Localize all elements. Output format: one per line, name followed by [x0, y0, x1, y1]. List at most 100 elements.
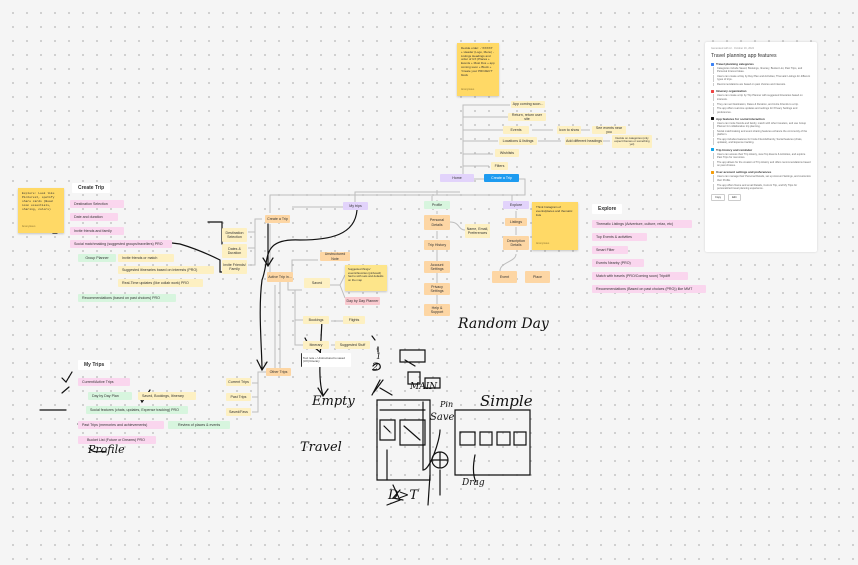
list-item[interactable]: Smart Filter: [592, 246, 628, 254]
flow-node[interactable]: Filters: [491, 162, 508, 170]
panel-section-heading: Itinerary organization: [711, 89, 811, 93]
my-trips-node[interactable]: My trips: [343, 202, 368, 210]
flow-node[interactable]: Locations & listings: [499, 137, 537, 145]
flow-node[interactable]: Suggested Stuff: [335, 341, 370, 349]
section-icon: [711, 148, 714, 152]
section-bullet: Social matchmaking and event sharing fea…: [713, 130, 811, 137]
recommendations-item[interactable]: Recommendations (based on past choices) …: [78, 294, 176, 302]
flow-node[interactable]: Icon to show: [557, 126, 581, 134]
section-bullet: Categories include Saved, Bookings, Itin…: [713, 67, 811, 74]
edit-button[interactable]: Edit: [728, 194, 741, 202]
section-bullet: Users can access their Trip History, vie…: [713, 152, 811, 160]
list-item[interactable]: Social matchmaking (suggested groups/tra…: [70, 240, 172, 248]
group-planner[interactable]: Group Planner: [78, 254, 116, 262]
list-item[interactable]: Social features (chats, updates, Expense…: [86, 406, 188, 414]
copy-button[interactable]: Copy: [711, 194, 726, 202]
section-heading-text: User account settings and preferences: [716, 170, 772, 175]
handwriting-random: Random Day: [458, 316, 549, 332]
list-item[interactable]: Current/Active Trips: [78, 378, 130, 386]
flow-node[interactable]: Events: [503, 126, 529, 134]
flow-node[interactable]: Day by Day Planner: [345, 297, 380, 305]
list-item[interactable]: Suggested itineraries based on interests…: [118, 266, 214, 274]
list-item[interactable]: Real-Time updates (like collab work) PRO: [118, 279, 203, 287]
section-bullet: Users can create a trip by Trip Planner …: [713, 94, 811, 102]
suggested-sticky-note[interactable]: Suggested things/ events/favorites (pinb…: [345, 265, 387, 291]
flow-node[interactable]: App coming soon...: [511, 101, 545, 108]
list-item[interactable]: Past Trips (memories and achievements): [78, 421, 164, 429]
list-item[interactable]: Bucket List (Future or Dreams) PRO: [78, 436, 156, 444]
flow-node[interactable]: Personal Details: [424, 215, 450, 230]
section-icon: [711, 117, 714, 121]
flow-node[interactable]: Itinerary: [303, 341, 329, 349]
flow-node[interactable]: Name, Email, Preferences: [465, 224, 490, 238]
section-icon: [711, 89, 714, 93]
list-item[interactable]: Events Nearby (PRO): [592, 259, 644, 267]
handwriting-drag: Drag: [462, 478, 485, 488]
list-item[interactable]: Invite friends or match: [118, 254, 174, 262]
list-item[interactable]: Top Events & activities: [592, 233, 647, 241]
create-trip-flow-node[interactable]: Create a Trip: [265, 215, 290, 223]
flow-node[interactable]: Account Settings: [424, 261, 450, 273]
flow-node[interactable]: Active Trip in...: [267, 272, 293, 282]
list-item[interactable]: Match with travels (PRO/Coming soon) Tri…: [592, 272, 688, 280]
flow-node[interactable]: Wishlists: [495, 149, 519, 157]
flow-node[interactable]: Dates & Duration: [222, 244, 247, 258]
flow-node[interactable]: Past Trips: [226, 393, 251, 401]
sticky-text: Think Instagram of events/places and the…: [536, 205, 573, 217]
flow-node[interactable]: Add different headings: [565, 137, 603, 145]
handwriting-dt: D>T: [388, 488, 418, 503]
list-item[interactable]: Invite friends and family: [70, 227, 124, 235]
explore-node[interactable]: Explore: [503, 201, 529, 209]
profile-node[interactable]: Profile: [424, 201, 450, 209]
flow-node[interactable]: See events near you: [592, 126, 626, 134]
list-item[interactable]: Day by Day Plan: [88, 392, 132, 400]
list-item[interactable]: Destination Selection: [70, 200, 124, 208]
flow-node[interactable]: Decide on categories (only expect themes…: [612, 135, 652, 148]
section-bullet: The app includes features for Invite Fri…: [713, 138, 811, 145]
flow-node[interactable]: Saved/Favs: [226, 408, 251, 416]
sticky-text: Explore: Look like Pinterest, spotify sh…: [22, 192, 55, 211]
list-item[interactable]: Recommendations (Based on past choices (…: [592, 285, 706, 293]
flow-node[interactable]: Privacy Settings: [424, 283, 450, 295]
create-trip-title: Create Trip: [72, 183, 111, 193]
flow-node[interactable]: Place: [525, 271, 550, 283]
handwriting-empty: Empty: [312, 394, 355, 409]
flow-node[interactable]: Return, return user site: [508, 113, 546, 121]
panel-section-heading: Travel planning categories: [711, 62, 811, 66]
flow-node[interactable]: Listings: [505, 218, 527, 226]
explore-flow-sticky-note[interactable]: Think Instagram of events/places and the…: [532, 202, 578, 250]
section-heading-text: Trip history and reminder: [716, 147, 753, 152]
flow-node[interactable]: Destination Selection: [222, 228, 247, 242]
flow-node[interactable]: Bookings: [303, 316, 329, 324]
section-bullet: Users can manage their Personal Details,…: [713, 175, 811, 183]
section-bullet: Users can invite friends and family, mat…: [713, 121, 811, 129]
home-node[interactable]: Home: [440, 174, 474, 182]
list-item[interactable]: Thematic Listings (Adventure, culture, r…: [592, 220, 692, 228]
flow-node[interactable]: Current Trips: [226, 378, 251, 386]
flow-node[interactable]: Saved: [304, 278, 330, 288]
flow-node[interactable]: Description Details: [503, 236, 529, 250]
list-item[interactable]: Date and duration: [70, 213, 118, 221]
sticky-author: Anonymous: [22, 225, 36, 228]
my-trips-title: My Trips: [78, 360, 111, 370]
text-note[interactable]: Text note + Unstructured to saved (UX) I…: [301, 353, 351, 367]
handwriting-travel: Travel: [300, 440, 342, 455]
flow-node[interactable]: Other Trips: [266, 368, 291, 376]
flow-node[interactable]: Event: [492, 271, 517, 283]
panel-section-heading: App features for social interaction: [711, 117, 811, 121]
section-icon: [711, 170, 714, 174]
flow-node[interactable]: Flights: [343, 316, 365, 324]
flow-node[interactable]: Help & Support: [424, 304, 450, 316]
flow-node[interactable]: Trip History: [424, 240, 450, 250]
flow-node[interactable]: Invite Friends/ Family: [222, 260, 247, 274]
explore-sticky-note[interactable]: Explore: Look like Pinterest, spotify sh…: [18, 188, 64, 233]
flow-node[interactable]: Unstructured Note: [320, 252, 350, 261]
list-item[interactable]: Saved, Bookings, Itinerary: [138, 392, 196, 400]
ai-summary-panel[interactable]: Generated with AI · October 16, 2024 Tra…: [705, 42, 817, 252]
list-item[interactable]: Review of places & events: [168, 421, 230, 429]
section-bullet: Recommendations are based on past choice…: [713, 83, 811, 87]
order-sticky-note[interactable]: Decide order: - 'XXXXX' + Header (Logo, …: [457, 43, 499, 96]
create-trip-node[interactable]: Create a Trip: [484, 174, 519, 182]
